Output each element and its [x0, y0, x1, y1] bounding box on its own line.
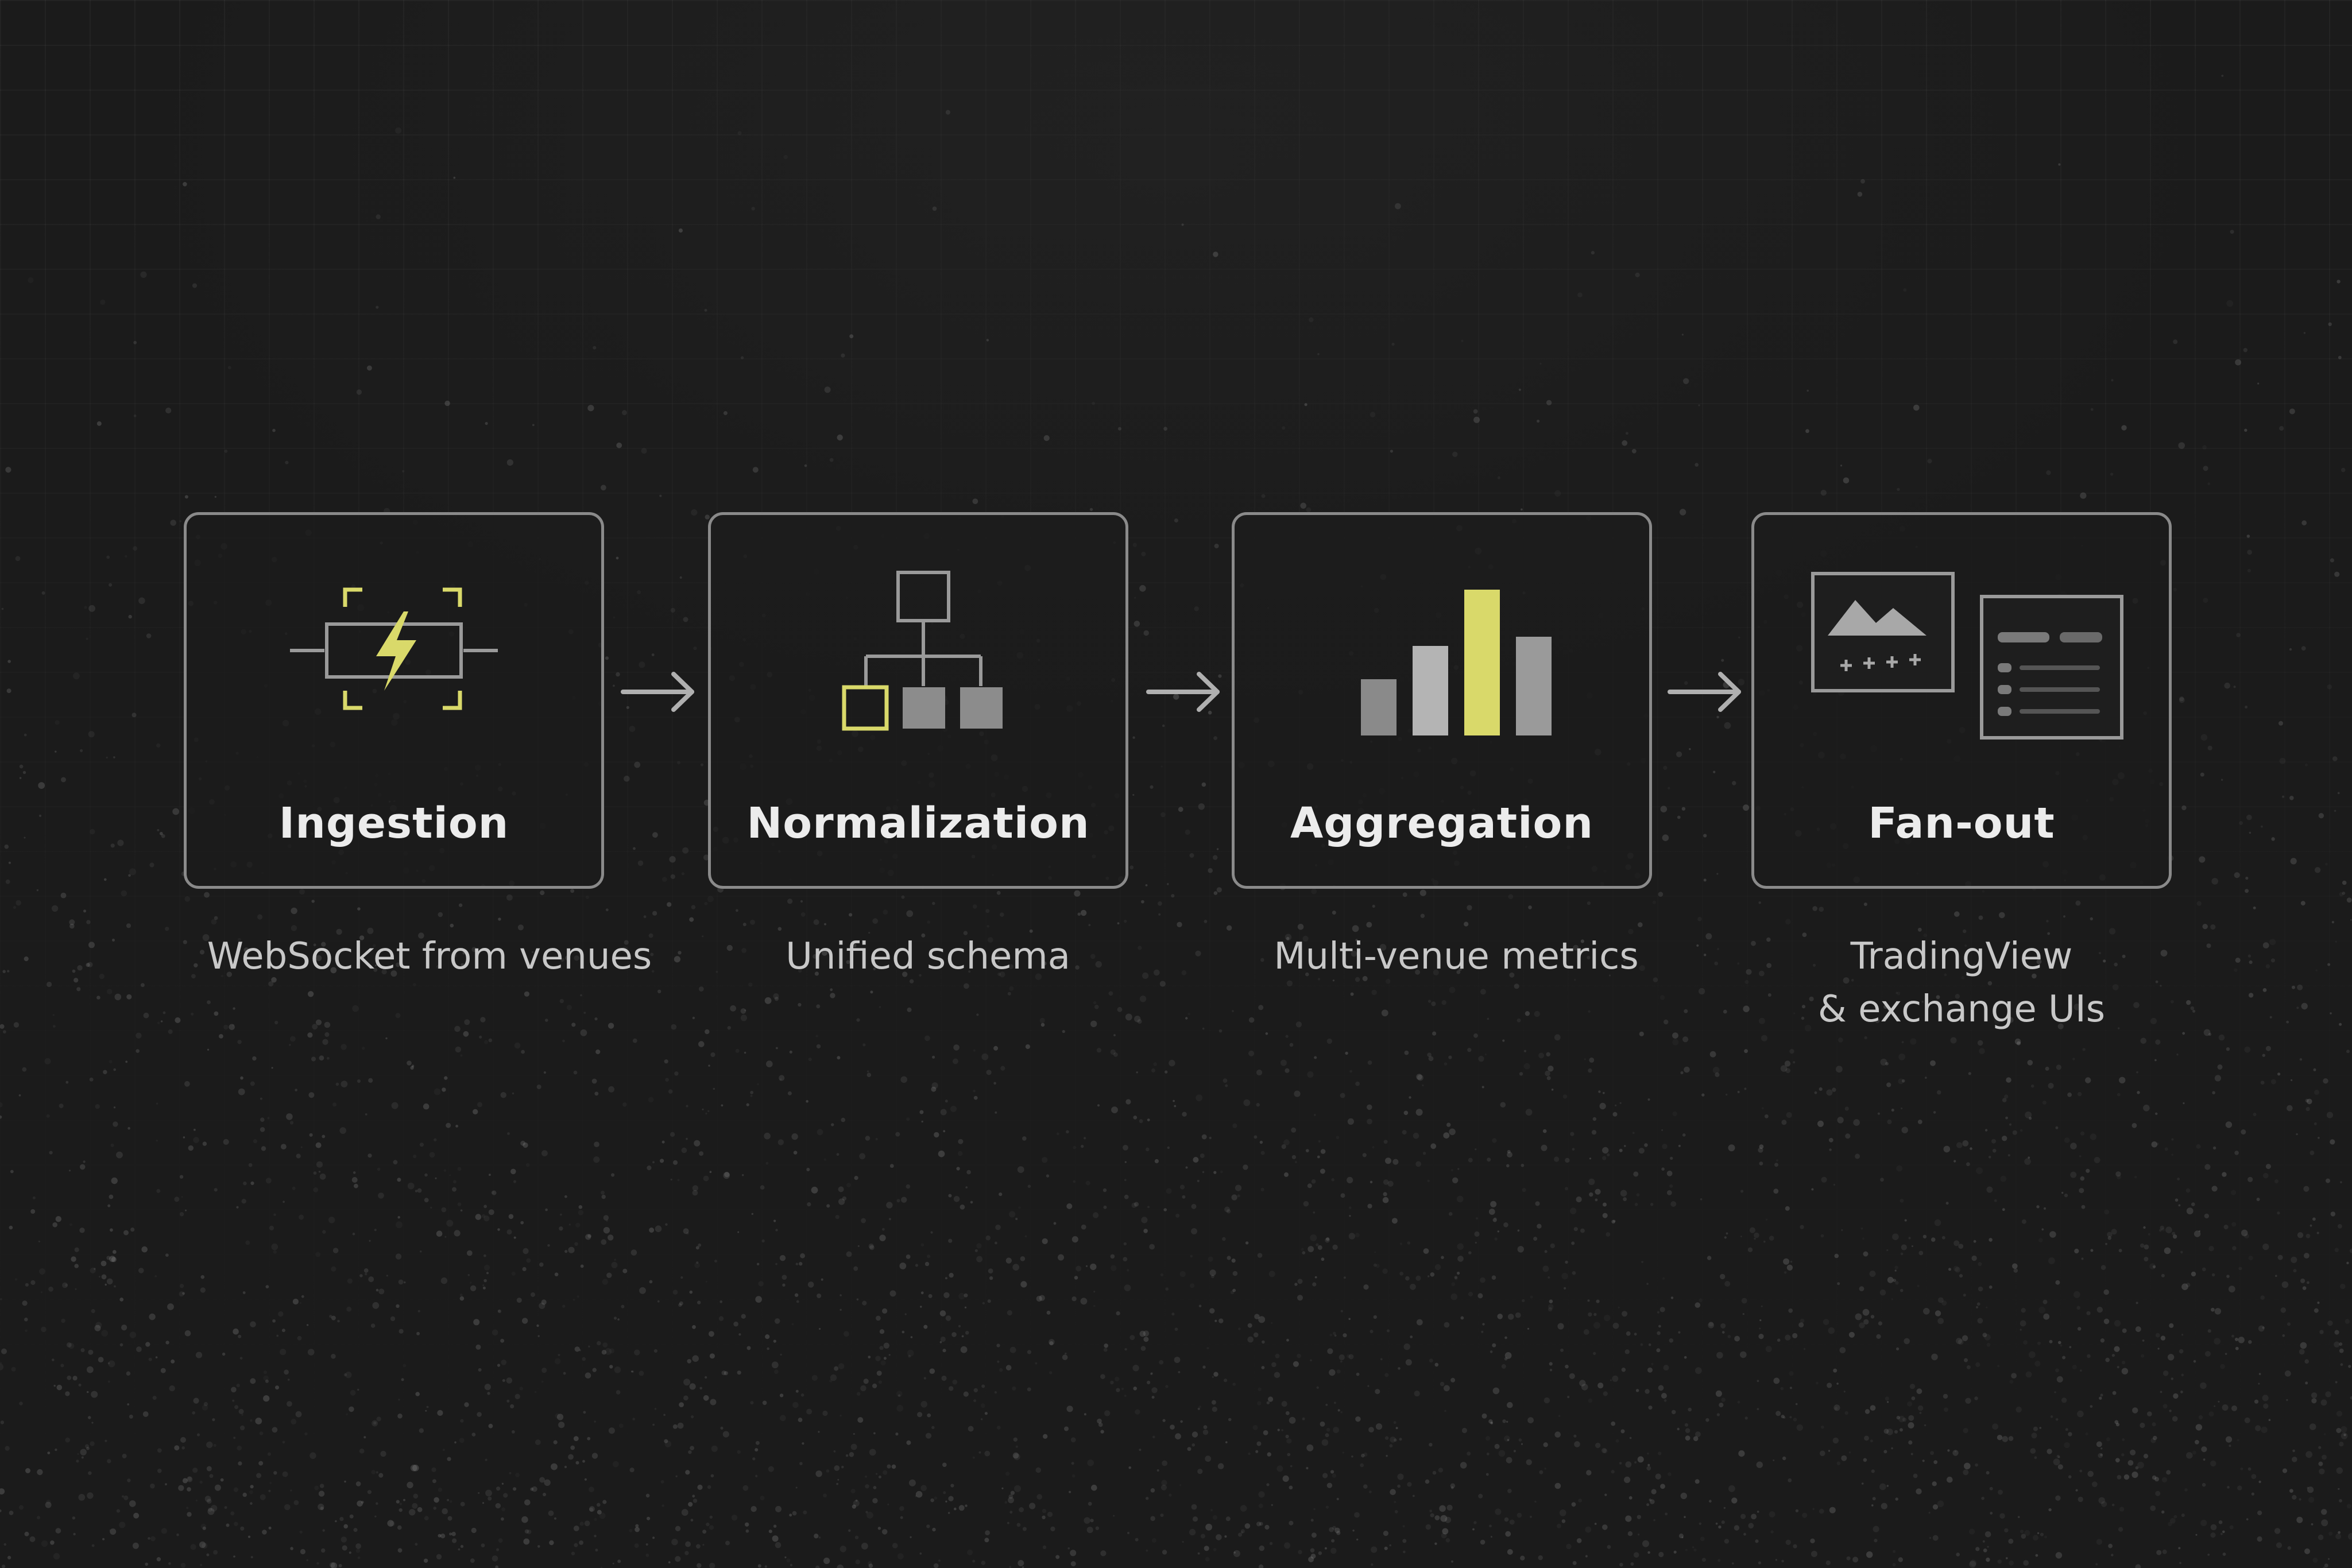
bar-chart-icon [1361, 590, 1552, 735]
arrow-right-icon [621, 672, 694, 712]
stage-title: Ingestion [278, 799, 509, 848]
stage-card-normalization: Normalization [708, 512, 1128, 889]
lightning-bolt-icon [290, 587, 498, 710]
arrow-right-icon [1146, 672, 1220, 712]
stage-caption-aggregation: Multi-venue metrics [1274, 935, 1639, 978]
stage-caption-normalization: Unified schema [786, 935, 1070, 978]
stage-title: Normalization [746, 799, 1090, 848]
mountain-chart-panel [1811, 572, 1955, 692]
stage-card-ingestion: Ingestion [184, 512, 604, 889]
stage-card-fan-out: Fan-out [1751, 512, 2172, 889]
arrow-right-icon [1668, 672, 1741, 712]
stage-title: Aggregation [1290, 799, 1594, 848]
stage-caption-ingestion: WebSocket from venues [207, 935, 652, 978]
caption-line: TradingView [1850, 935, 2073, 978]
stage-title: Fan-out [1868, 799, 2055, 848]
list-panel [1980, 595, 2123, 740]
hierarchy-icon [842, 571, 1003, 731]
stage-card-aggregation: Aggregation [1232, 512, 1652, 889]
dashboard-panels-icon [1811, 572, 2123, 740]
stage-caption-fan-out: TradingView & exchange UIs [1703, 930, 2220, 1036]
caption-line: & exchange UIs [1817, 988, 2106, 1031]
